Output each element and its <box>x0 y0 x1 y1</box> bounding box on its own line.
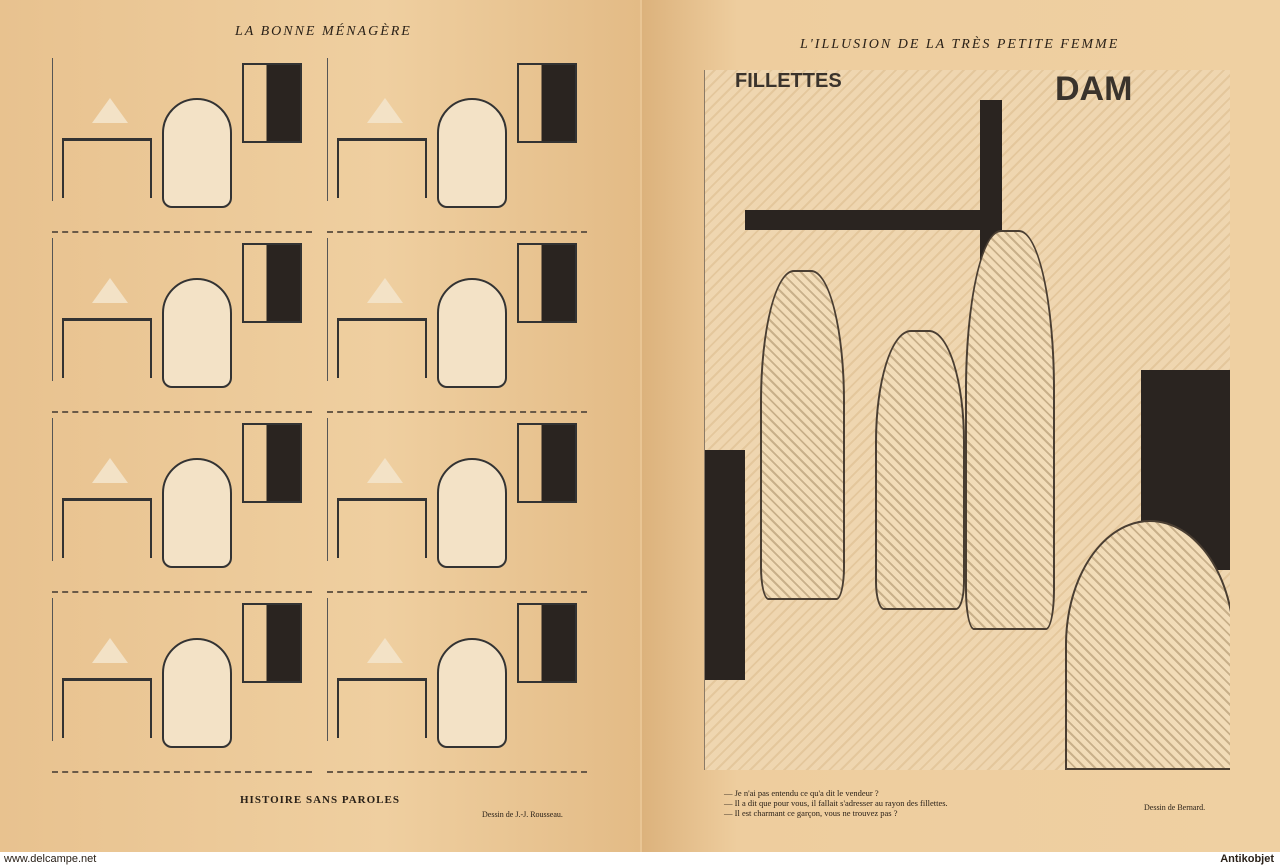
wall <box>327 598 587 741</box>
comic-panel <box>52 238 312 413</box>
lamp <box>92 638 128 663</box>
comic-panel <box>327 418 587 593</box>
lamp <box>92 98 128 123</box>
window <box>242 423 302 503</box>
department-store-illustration: FILLETTES DAM <box>704 70 1230 770</box>
seated-woman <box>437 638 507 748</box>
counter-left <box>705 450 745 680</box>
window <box>242 243 302 323</box>
window <box>517 423 577 503</box>
wall <box>52 238 312 381</box>
wall <box>327 418 587 561</box>
dialogue-line: — Il a dit que pour vous, il fallait s'a… <box>724 798 948 808</box>
footer-left-text: www.delcampe.net <box>4 853 97 865</box>
seated-woman <box>162 458 232 568</box>
table <box>62 678 152 738</box>
woman-figure <box>760 270 845 600</box>
footer-right-text: Antikobjet <box>1220 853 1274 865</box>
salesman-figure <box>965 230 1055 630</box>
wall <box>327 238 587 381</box>
wall <box>327 58 587 201</box>
right-credit: Dessin de Bernard. <box>1144 803 1206 812</box>
lamp <box>92 458 128 483</box>
dialogue: — Je n'ai pas entendu ce qu'a dit le ven… <box>724 788 948 818</box>
wall <box>52 58 312 201</box>
window <box>242 63 302 143</box>
left-page: La Bonne Ménagère Histoire sans paroles … <box>0 0 640 852</box>
table <box>337 318 427 378</box>
table <box>337 498 427 558</box>
comic-panel <box>327 598 587 773</box>
seated-woman <box>437 98 507 208</box>
table <box>62 138 152 198</box>
sign-fillettes: FILLETTES <box>735 70 842 92</box>
seated-woman <box>437 278 507 388</box>
small-woman-figure <box>875 330 965 610</box>
left-credit: Dessin de J.-J. Rousseau. <box>482 810 563 819</box>
table <box>337 678 427 738</box>
table <box>337 138 427 198</box>
seated-woman <box>162 278 232 388</box>
wall <box>52 418 312 561</box>
dialogue-line: — Il est charmant ce garçon, vous ne tro… <box>724 808 898 818</box>
balcony-rail <box>745 210 985 230</box>
seated-woman <box>162 98 232 208</box>
window <box>517 603 577 683</box>
comic-panel <box>52 598 312 773</box>
comic-panel <box>327 238 587 413</box>
lamp <box>92 278 128 303</box>
lamp <box>367 278 403 303</box>
comic-panel <box>327 58 587 233</box>
lamp <box>367 458 403 483</box>
watermark-footer: www.delcampe.net Antikobjet <box>0 852 1280 868</box>
wall <box>52 598 312 741</box>
dialogue-line: — Je n'ai pas entendu ce qu'a dit le ven… <box>724 788 879 798</box>
foreground-woman <box>1065 520 1230 770</box>
table <box>62 318 152 378</box>
sign-dames: DAM <box>1055 70 1133 108</box>
comic-caption: Histoire sans paroles <box>240 794 400 806</box>
right-page: L'illusion de la très petite femme FILLE… <box>642 0 1280 852</box>
comic-panel <box>52 418 312 593</box>
lamp <box>367 98 403 123</box>
seated-woman <box>162 638 232 748</box>
seated-woman <box>437 458 507 568</box>
window <box>517 243 577 323</box>
lamp <box>367 638 403 663</box>
right-page-title: L'illusion de la très petite femme <box>800 37 1120 52</box>
window <box>517 63 577 143</box>
table <box>62 498 152 558</box>
window <box>242 603 302 683</box>
left-page-title: La Bonne Ménagère <box>235 24 412 39</box>
comic-panel <box>52 58 312 233</box>
